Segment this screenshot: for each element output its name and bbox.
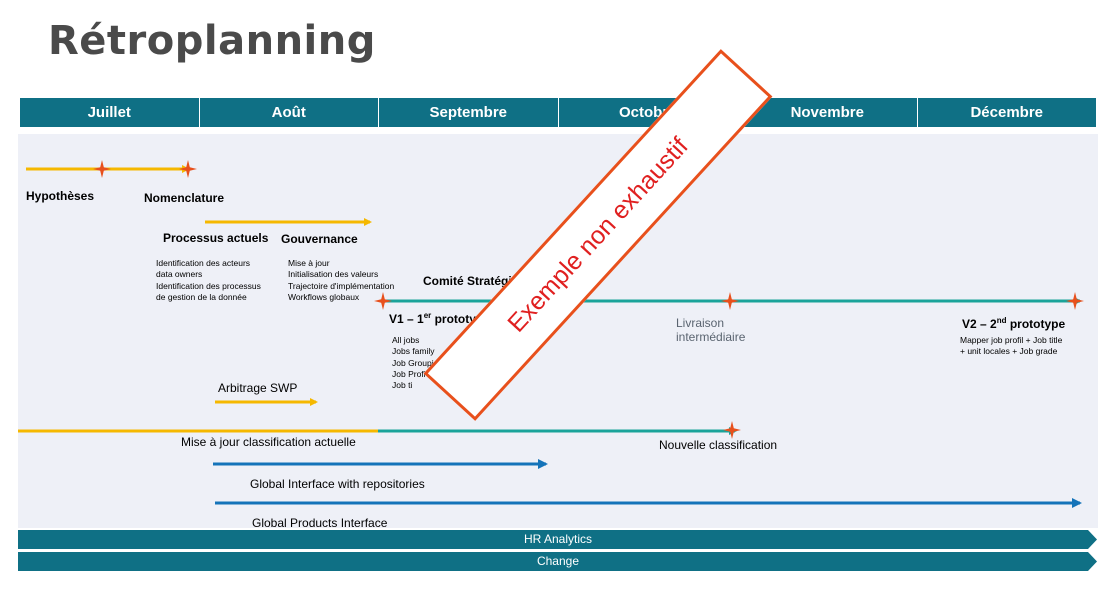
label-maj-classification: Mise à jour classification actuelle bbox=[181, 435, 356, 449]
gouvernance-details: Mise à jour Initialisation des valeurs T… bbox=[288, 258, 394, 303]
v1-main: V1 – 1 bbox=[389, 312, 424, 326]
v1-detail: Jobs family bbox=[392, 346, 435, 357]
label-global-interface: Global Interface with repositories bbox=[250, 477, 425, 491]
timeline-panel bbox=[18, 134, 1098, 528]
gouvernance-detail: Mise à jour bbox=[288, 258, 330, 268]
gouvernance-detail: Trajectoire d'implémentation bbox=[288, 280, 395, 291]
label-livraison: Livraison intermédiaire bbox=[676, 316, 745, 344]
label-processus-actuels: Processus actuels bbox=[163, 231, 269, 245]
v2-detail: + unit locales + Job grade bbox=[960, 346, 1058, 357]
label-gouvernance: Gouvernance bbox=[281, 232, 358, 246]
label-v2-prototype: V2 – 2nd prototype bbox=[962, 316, 1065, 331]
processus-detail: Identification des processus bbox=[156, 280, 261, 291]
hr-analytics-bar-shape bbox=[18, 530, 1097, 549]
gouvernance-detail: Initialisation des valeurs bbox=[288, 269, 379, 280]
livraison-line: Livraison bbox=[676, 316, 725, 330]
v1-detail: All jobs bbox=[392, 335, 420, 345]
classification-arrow bbox=[18, 421, 741, 439]
label-global-products: Global Products Interface bbox=[252, 516, 388, 530]
processus-detail: data owners bbox=[156, 269, 203, 280]
hypotheses-arrow bbox=[26, 160, 197, 178]
livraison-line: intermédiaire bbox=[676, 330, 746, 344]
month-aout: Août bbox=[198, 98, 378, 127]
prototype-arrow bbox=[374, 292, 1084, 310]
v1-detail: Job Groupi bbox=[392, 357, 434, 368]
v1-detail: Job Profi bbox=[392, 368, 426, 379]
v1-details: All jobs Jobs family Job Groupi Job Prof… bbox=[392, 335, 435, 391]
label-hypotheses: Hypothèses bbox=[26, 189, 95, 203]
gouvernance-detail: Workflows globaux bbox=[288, 291, 360, 302]
v2-detail: Mapper job profil + Job title bbox=[960, 335, 1063, 345]
hr-analytics-label: HR Analytics bbox=[523, 532, 593, 546]
processus-detail: de gestion de la donnée bbox=[156, 291, 247, 302]
page-title: Rétroplanning bbox=[48, 18, 376, 64]
processus-details: Identification des acteurs data owners I… bbox=[156, 258, 261, 303]
month-header: Juillet Août Septembre Octobre Novembre … bbox=[20, 98, 1096, 127]
v2-main: V2 – 2 bbox=[962, 317, 997, 331]
v1-sup: er bbox=[423, 311, 432, 320]
processus-detail: Identification des acteurs bbox=[156, 258, 251, 268]
label-arbitrage: Arbitrage SWP bbox=[218, 381, 298, 395]
v2-sup: nd bbox=[996, 316, 1007, 325]
month-novembre: Novembre bbox=[737, 98, 917, 127]
month-septembre: Septembre bbox=[378, 98, 558, 127]
month-decembre: Décembre bbox=[916, 98, 1096, 127]
label-nomenclature: Nomenclature bbox=[144, 191, 225, 205]
change-label: Change bbox=[536, 554, 580, 568]
v1-detail: Job ti bbox=[392, 380, 413, 391]
month-juillet: Juillet bbox=[20, 98, 199, 127]
v2-details: Mapper job profil + Job title + unit loc… bbox=[960, 335, 1062, 358]
change-bar-shape bbox=[18, 552, 1097, 571]
label-nouvelle-classification: Nouvelle classification bbox=[659, 438, 778, 452]
change-bar: Change bbox=[18, 552, 1098, 571]
v2-rest: prototype bbox=[1006, 317, 1066, 331]
hr-analytics-bar: HR Analytics bbox=[18, 530, 1098, 549]
